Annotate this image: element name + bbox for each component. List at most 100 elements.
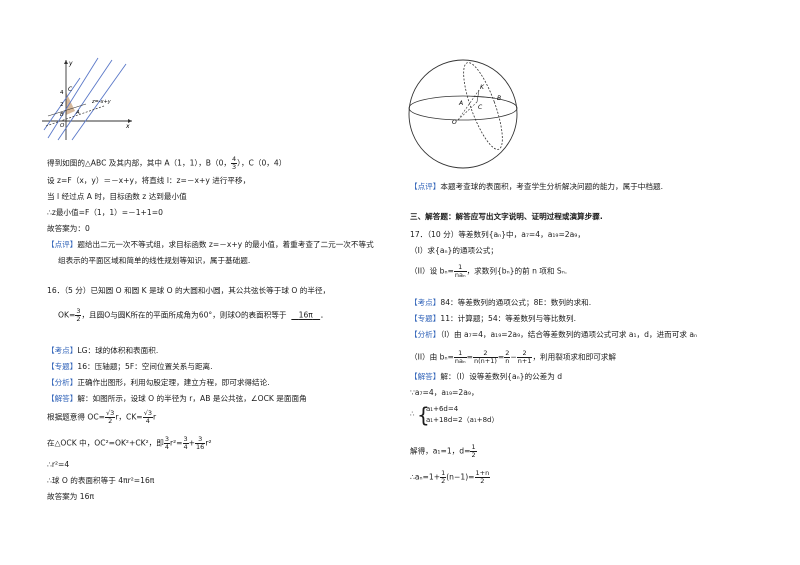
answer: 【解答】解：（I）设等差数列{aₙ}的公差为 d <box>410 372 562 382</box>
text: OK= <box>58 310 76 320</box>
math-line: ∵a₇=4，a₁₉=2a₉， <box>410 388 479 397</box>
denominator: naₙ <box>454 357 466 365</box>
math-line: ∴球 O 的表面积等于 4πr²=16π <box>47 476 155 485</box>
text: 得到如图的△ABC 及其内部，其中 A（1，1），B（0， <box>47 158 232 168</box>
therefore-symbol: ∴ <box>410 410 415 418</box>
text: 解：（I）设等差数列{aₙ}的公差为 d <box>440 372 563 381</box>
text: ），C（0，4） <box>237 158 287 168</box>
denominator: n+1 <box>517 357 532 365</box>
review-note: 【点评】题给出二元一次不等式组，求目标函数 z=－x+y 的最小值，着重考查了二… <box>47 240 374 250</box>
brace-symbol: { <box>417 403 430 427</box>
denominator: 2 <box>471 451 476 459</box>
target-line <box>45 105 105 127</box>
text: r <box>152 412 157 422</box>
sphere-diagram: K B A C O <box>408 59 518 169</box>
origin-label: O <box>60 123 65 129</box>
small-circle <box>463 62 503 150</box>
point-label-b: B <box>497 95 501 102</box>
answer-blank: 16π <box>298 310 313 320</box>
boundary-line <box>47 103 87 117</box>
text: r，CK= <box>115 412 143 422</box>
equation-system: ∴ { a₁+6d=4 a₁+18d=2（a₁+8d） <box>410 404 530 426</box>
point-label-b: B <box>60 112 64 118</box>
review-note-cont: 组表示的平面区域和简单的线性规划等知识，属于基础题. <box>58 256 251 265</box>
denominator: 2 <box>76 315 81 323</box>
common-chord <box>466 95 496 99</box>
question-16: 16．（5 分）已知圆 O 和圆 K 是球 O 的大圆和小圆，其公共弦长等于球 … <box>47 286 331 295</box>
denominator: 3 <box>232 163 237 171</box>
sphere-outline <box>408 59 518 169</box>
text: 解得，a₁=1，d= <box>410 446 471 456</box>
solution-line: 设 z=F（x，y）＝－x+y，将直线 l：z=－x+y 进行平移， <box>47 176 251 185</box>
numerator: 2 <box>504 349 511 358</box>
review-tag: 【点评】 <box>410 182 441 191</box>
denominator: 4 <box>145 417 150 425</box>
text: 解：如图所示，设球 O 的半径为 r，AB 是公共弦，∠OCK 是面面角 <box>77 394 307 403</box>
constraint-line <box>71 63 127 141</box>
constraint-line <box>43 77 81 131</box>
tick-label-4: 4 <box>60 90 64 96</box>
numerator: 1 <box>453 350 467 358</box>
analysis: 【分析】正确作出图形，利用勾股定理，建立方程，即可求得结论. <box>47 378 270 388</box>
knowledge-point: 【考点】84：等差数列的通项公式；8E：数列的求和. <box>410 298 591 308</box>
denominator: 2 <box>108 417 113 425</box>
numerator: 3 <box>75 307 82 316</box>
text: 在△OCK 中，OC²=OK²+CK²，即 <box>47 438 164 448</box>
equation-2: a₁+18d=2（a₁+8d） <box>426 416 499 424</box>
question-17: 17．（10 分）等差数列{aₙ}中，a₇=4，a₁₉=2a₉， <box>410 230 585 239</box>
constraint-line <box>57 59 113 141</box>
numerator: 1 <box>453 264 467 272</box>
text: 11：计算题；54：等差数列与等比数列. <box>440 314 577 323</box>
text: 根据题意得 OC= <box>47 412 106 422</box>
text: 正确作出图形，利用勾股定理，建立方程，即可求得结论. <box>77 378 270 387</box>
text: r² <box>205 438 212 448</box>
segment-ok <box>457 89 480 121</box>
solution-line: 当 l 经过点 A 时，目标函数 z 达到最小值 <box>47 192 187 201</box>
equation-1: a₁+6d=4 <box>426 405 459 413</box>
answer-tag: 【解答】 <box>410 372 441 381</box>
axis-label-x: x <box>125 123 130 130</box>
knowledge-point: 【考点】LG：球的体积和表面积. <box>47 346 158 356</box>
point-label-a: A <box>75 110 80 116</box>
solution-line: ∴z最小值=F（1，1）=－1+1=0 <box>47 208 163 217</box>
text: = <box>466 352 473 362</box>
topic-tag: 【专题】 <box>47 362 78 371</box>
constraint-line <box>47 57 99 139</box>
text: 84：等差数列的通项公式；8E：数列的求和. <box>440 298 592 307</box>
review-note: 【点评】本题考查球的表面积，考查学生分析解决问题的能力，属于中档题. <box>410 182 663 192</box>
math-line: 故答案为 16π <box>47 492 95 501</box>
analysis-tag: 【分析】 <box>47 378 78 387</box>
text: ∴aₙ=1+ <box>410 472 441 482</box>
analysis: 【分析】（I）由 a₇=4，a₁₉=2a₉，结合等差数列的通项公式可求 a₁，d… <box>410 330 697 340</box>
numerator: 2 <box>472 350 498 358</box>
analysis-tag: 【分析】 <box>410 330 441 339</box>
point-label-k: K <box>480 84 485 91</box>
review-tag: 【点评】 <box>47 240 78 249</box>
section-heading: 三、解答题：解答应写出文字说明、证明过程或演算步骤. <box>410 212 603 221</box>
denominator: naₙ <box>454 271 466 279</box>
linear-programming-graph: x y C 4 2 B A O z=-x+y <box>42 57 132 141</box>
denominator: 4 <box>164 443 169 451</box>
text: + <box>188 438 196 448</box>
question-17-part1: （I）求{aₙ}的通项公式； <box>410 246 498 255</box>
numerator: 3 <box>163 435 170 444</box>
text: （II）由 bₙ= <box>410 352 454 362</box>
denominator: n(n+1) <box>473 357 497 365</box>
text: ． <box>320 310 328 320</box>
topic-tag: 【专题】 <box>410 314 441 323</box>
numerator: √3 <box>142 409 153 418</box>
text: （II）设 bₙ= <box>410 266 454 276</box>
